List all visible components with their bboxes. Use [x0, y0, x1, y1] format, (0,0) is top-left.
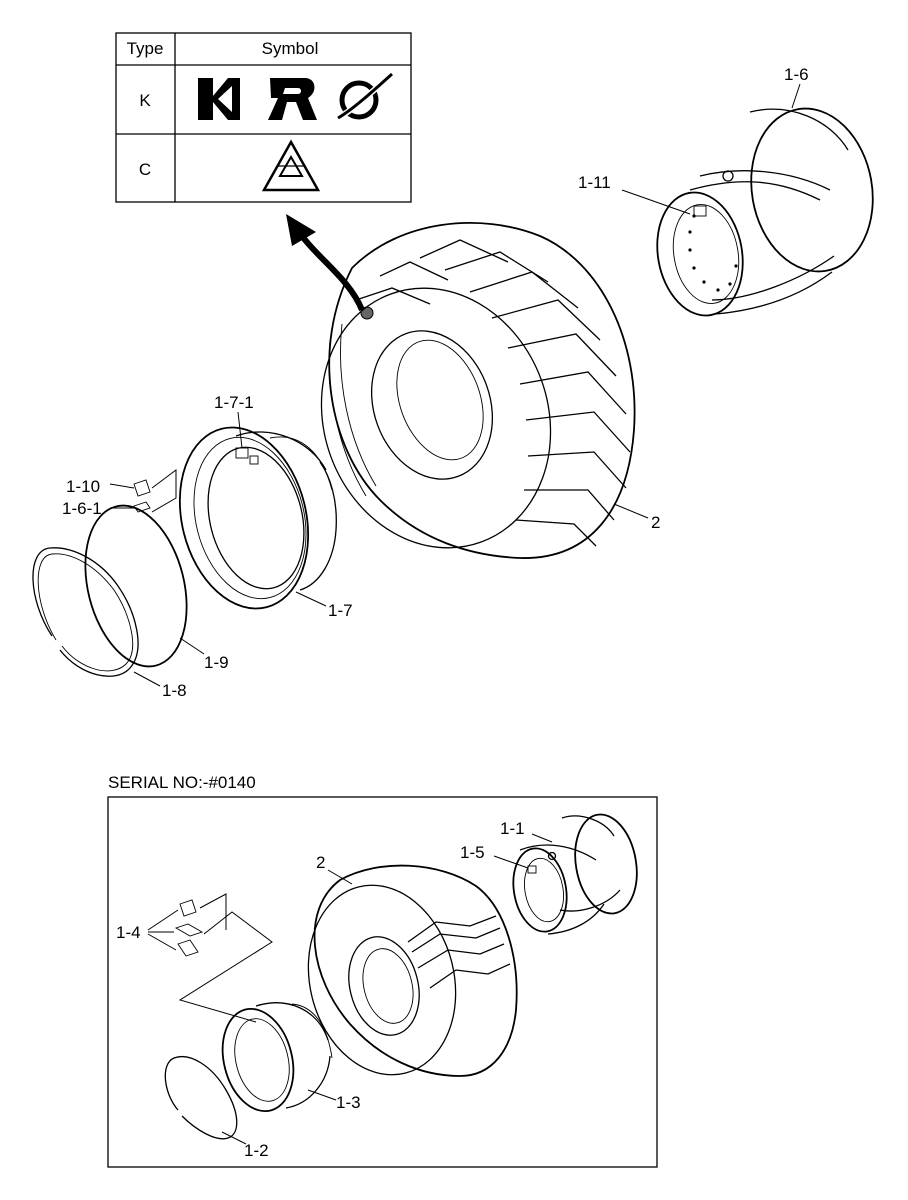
manufacturer-symbol-table: Type Symbol K C [115, 32, 412, 203]
label-1-9: 1-9 [204, 653, 229, 672]
tire-lower-label: 2 [316, 853, 353, 885]
label-1-6: 1-6 [784, 65, 809, 84]
label-1-11: 1-11 [578, 173, 611, 192]
label-1-10: 1-10 [66, 477, 100, 496]
lower-detail-frame [107, 796, 658, 1168]
tire-upper[interactable] [286, 222, 636, 580]
valve-lower-label: 1-5 [460, 843, 529, 869]
table-row-type-c: C [139, 160, 151, 179]
lock-ring-lower-label: 1-2 [221, 1131, 269, 1160]
lock-part-upper[interactable] [133, 469, 177, 513]
flange-lower-label: 1-3 [307, 1089, 361, 1112]
tire-upper-label: 2 [613, 503, 660, 532]
rim-lower[interactable] [507, 810, 644, 936]
label-1-2: 1-2 [244, 1141, 269, 1160]
table-header-symbol: Symbol [262, 39, 319, 58]
o-ring-upper-label: 1-9 [179, 637, 229, 672]
r-logo-icon [268, 78, 317, 120]
label-2-upper: 2 [651, 513, 660, 532]
label-1-1: 1-1 [500, 819, 525, 838]
label-1-8: 1-8 [162, 681, 187, 700]
rim-upper[interactable] [648, 99, 885, 323]
flange-part-upper-label: 1-7-1 [214, 393, 254, 449]
label-1-4: 1-4 [116, 923, 141, 942]
lock-ring-upper-label: 1-8 [133, 671, 187, 700]
o-ring-upper[interactable] [70, 495, 203, 677]
table-row-type-k: K [139, 91, 151, 110]
label-1-3: 1-3 [336, 1093, 361, 1112]
serial-number-note: SERIAL NO:-#0140 [108, 773, 256, 792]
label-1-5: 1-5 [460, 843, 485, 862]
flange-lower[interactable] [212, 1001, 333, 1118]
key-upper-label: 1-6-1 [62, 499, 134, 518]
tire-lower[interactable] [289, 864, 518, 1091]
symbol-location-arrow [286, 214, 374, 320]
triforce-logo-icon [261, 139, 321, 192]
label-1-7-1: 1-7-1 [214, 393, 254, 412]
valve-upper-label: 1-11 [578, 173, 691, 215]
rim-upper-label: 1-6 [784, 65, 809, 109]
flange-upper-label: 1-7 [295, 591, 353, 620]
key-parts-lower[interactable] [174, 893, 273, 1023]
lock-part-upper-label: 1-10 [66, 477, 135, 496]
k-logo-icon [198, 78, 240, 120]
key-parts-lower-label: 1-4 [116, 909, 179, 951]
lock-ring-upper[interactable] [32, 547, 139, 677]
label-1-7: 1-7 [328, 601, 353, 620]
table-header-type: Type [127, 39, 164, 58]
label-2-lower: 2 [316, 853, 325, 872]
rim-lower-label: 1-1 [500, 819, 553, 843]
label-1-6-1: 1-6-1 [62, 499, 102, 518]
flange-upper[interactable] [162, 414, 337, 623]
globe-logo-icon [336, 71, 395, 121]
lock-ring-lower[interactable] [164, 1056, 238, 1140]
